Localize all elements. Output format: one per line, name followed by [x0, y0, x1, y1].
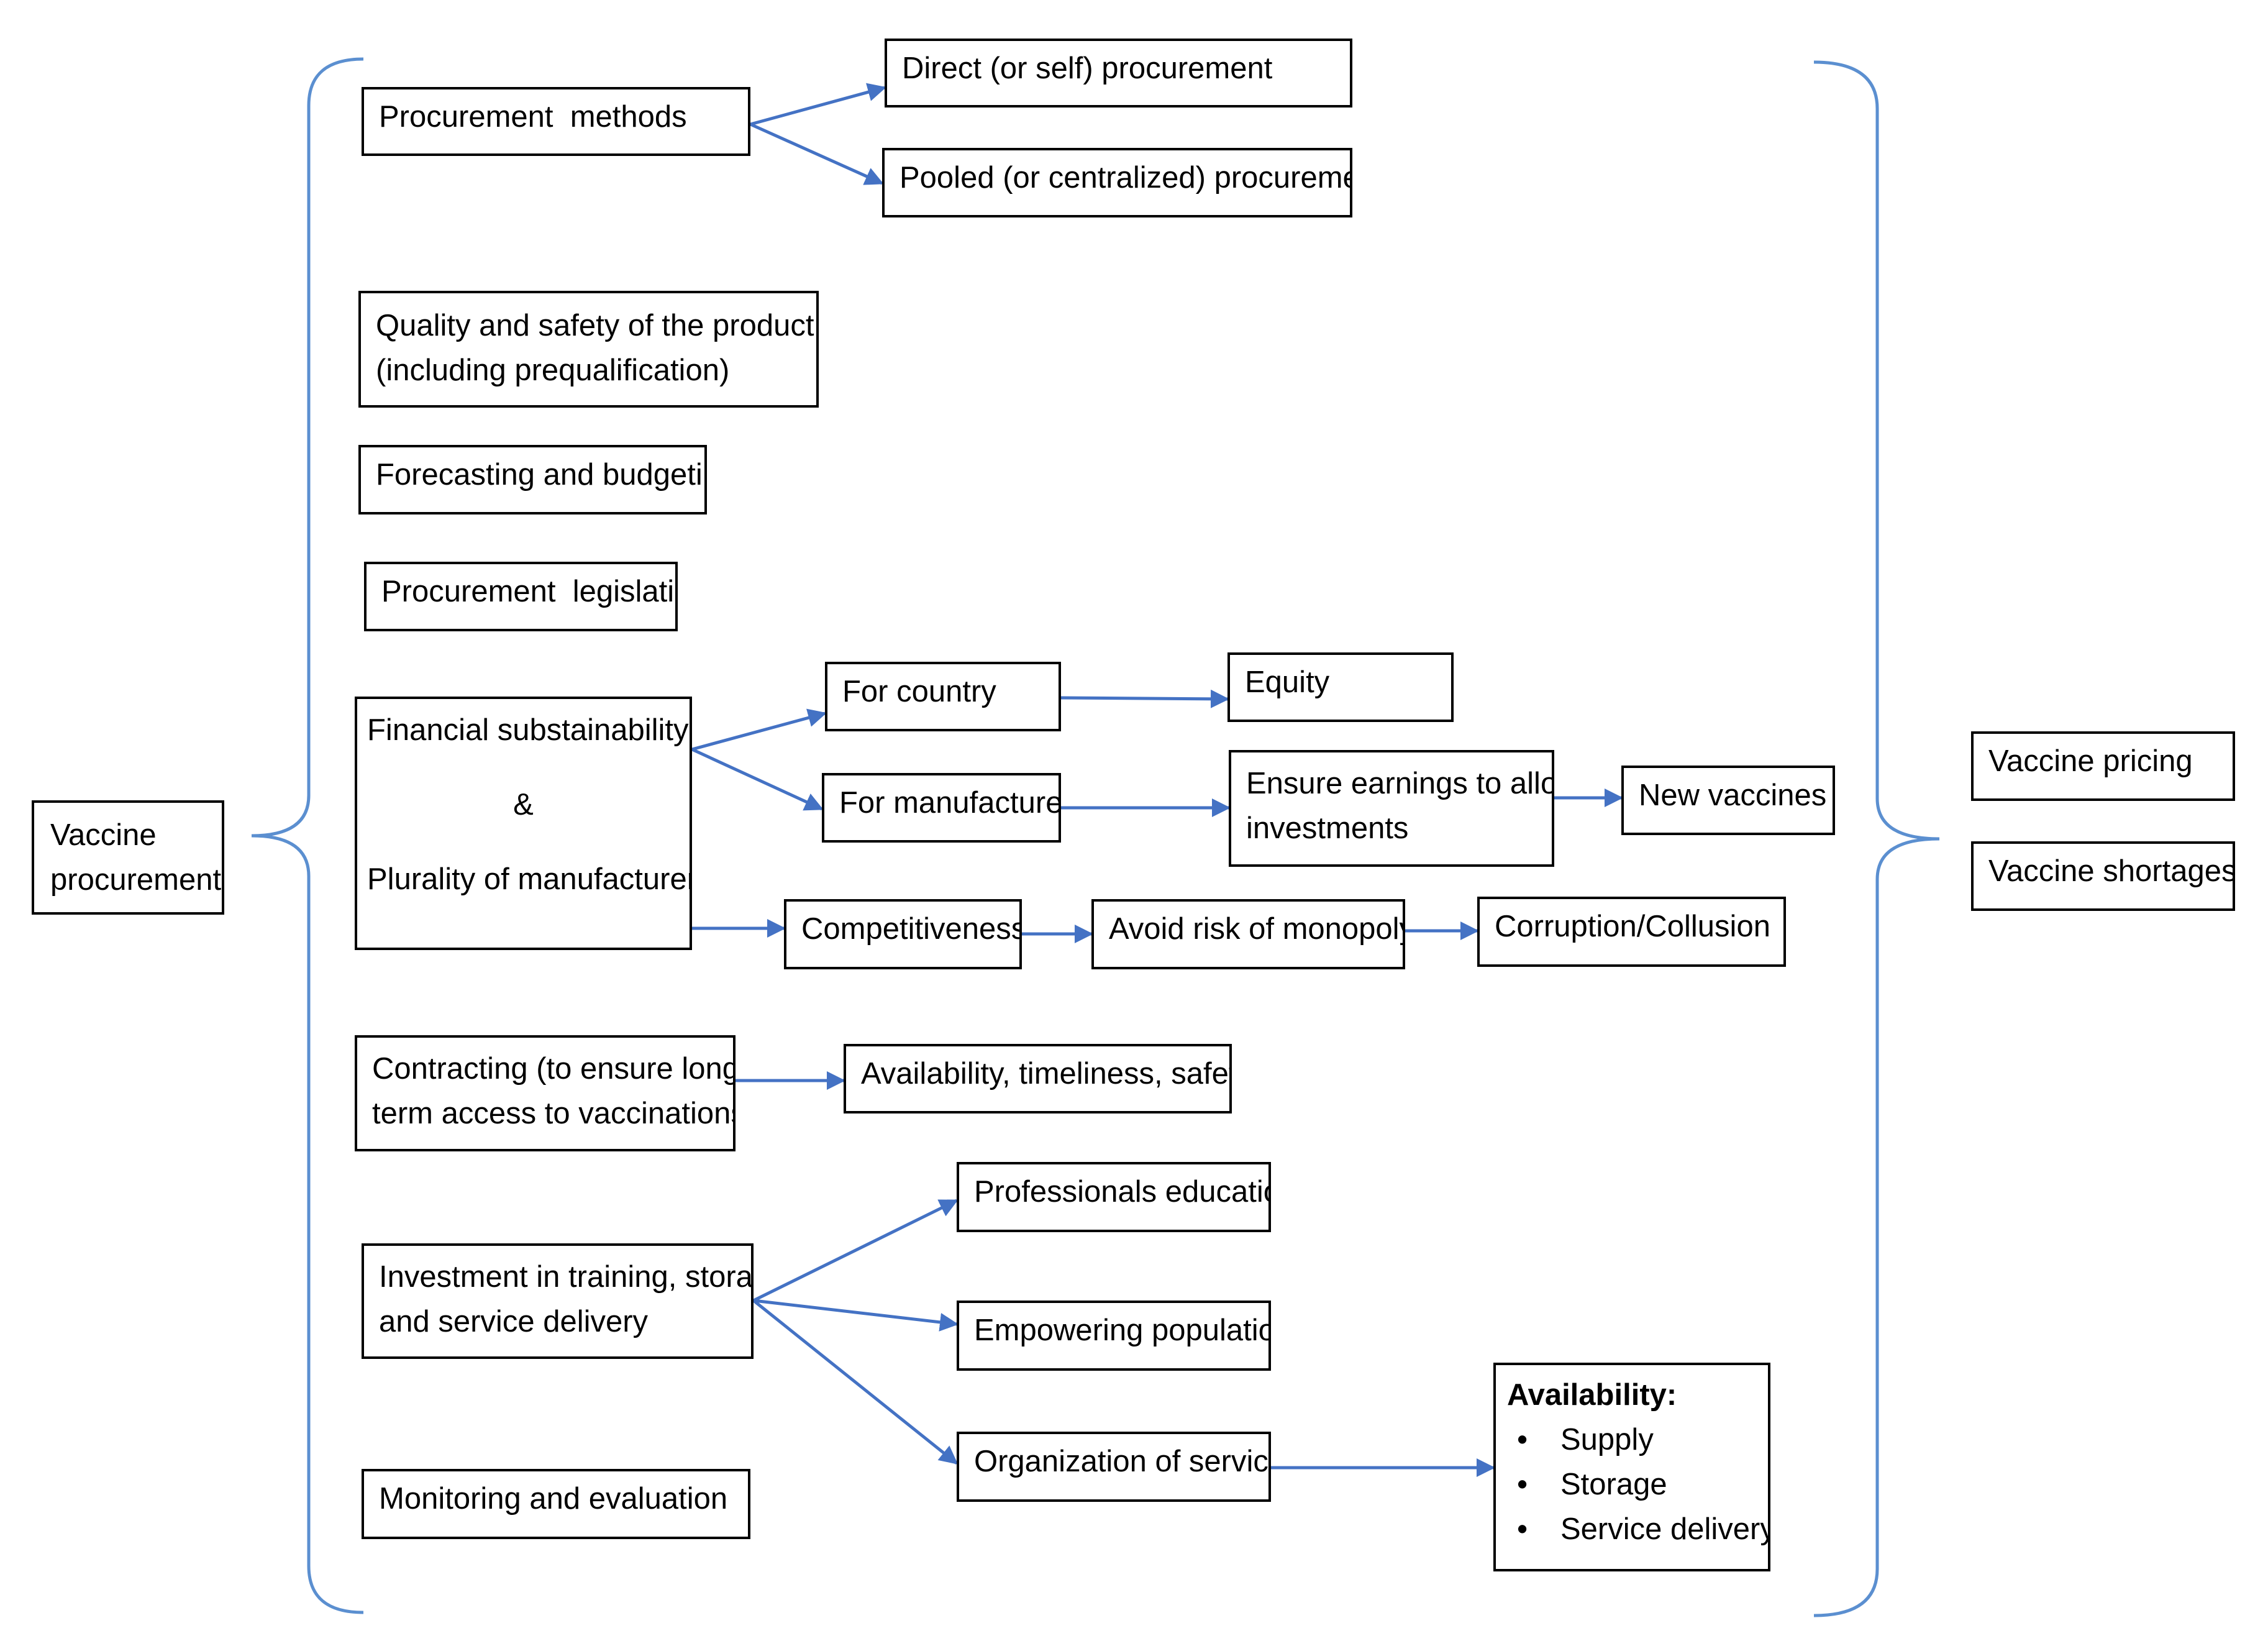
competitiveness-label: Competitiveness: [801, 912, 1022, 946]
professionals-education-label: Professionals education: [974, 1175, 1271, 1209]
legislation-label: Procurement legislation: [381, 575, 678, 608]
investment-line-1: Investment in training, storage: [379, 1260, 754, 1294]
for-country-label: For country: [842, 675, 996, 708]
vaccine-procurement-box: Vaccine procurement: [32, 800, 224, 915]
pooled-procurement-box: Pooled (or centralized) procurement: [882, 148, 1352, 217]
vaccine-procurement-label: Vaccine procurement: [50, 818, 222, 897]
arrow-investment-to-organization: [752, 1299, 959, 1465]
availability-list: Supply Storage Service delivery: [1507, 1417, 1768, 1552]
quality-line-1: Quality and safety of the product: [376, 309, 814, 342]
for-country-box: For country: [825, 662, 1061, 731]
corruption-box: Corruption/Collusion: [1477, 897, 1786, 967]
avoid-monopoly-label: Avoid risk of monopoly: [1109, 912, 1405, 946]
ensure-earnings-line-1: Ensure earnings to allow: [1246, 767, 1554, 800]
contracting-line-2: term access to vaccinations): [372, 1097, 736, 1130]
pooled-procurement-label: Pooled (or centralized) procurement: [899, 161, 1352, 194]
financial-sustainability-box: Financial substainability & Plurality of…: [355, 697, 692, 950]
direct-procurement-box: Direct (or self) procurement: [885, 39, 1352, 107]
financial-line-2: Plurality of manufacturers: [367, 862, 692, 896]
arrow-financial-to-country: [691, 708, 827, 751]
procurement-methods-box: Procurement methods: [362, 87, 750, 156]
availability-box: Availability: Supply Storage Service del…: [1493, 1363, 1770, 1571]
left-brace: [251, 57, 364, 1614]
new-vaccines-box: New vaccines: [1621, 766, 1835, 835]
organization-services-box: Organization of services: [957, 1432, 1271, 1502]
arrow-methods-to-pooled: [749, 122, 884, 185]
availability-timeliness-box: Availability, timeliness, safety: [844, 1044, 1232, 1113]
vaccine-pricing-label: Vaccine pricing: [1988, 744, 2193, 778]
empowering-population-box: Empowering population: [957, 1301, 1271, 1371]
arrow-investment-to-education: [752, 1199, 959, 1302]
direct-procurement-label: Direct (or self) procurement: [902, 52, 1273, 85]
investment-box: Investment in training, storage and serv…: [362, 1243, 754, 1359]
monitoring-box: Monitoring and evaluation: [362, 1469, 750, 1539]
monitoring-label: Monitoring and evaluation: [379, 1482, 728, 1516]
right-brace: [1813, 60, 1940, 1617]
professionals-education-box: Professionals education: [957, 1162, 1271, 1232]
corruption-label: Corruption/Collusion: [1495, 910, 1770, 943]
arrow-financial-to-manufacturer: [691, 748, 824, 811]
competitiveness-box: Competitiveness: [784, 899, 1022, 969]
organization-services-label: Organization of services: [974, 1445, 1271, 1478]
availability-item-storage: Storage: [1507, 1462, 1757, 1507]
forecasting-box: Forecasting and budgeting: [358, 445, 707, 514]
ampersand: &: [513, 788, 534, 821]
financial-line-1: Financial substainability: [367, 713, 689, 747]
arrow-investment-to-empowering: [753, 1299, 959, 1332]
vaccine-shortages-label: Vaccine shortages: [1988, 854, 2235, 888]
availability-item-supply: Supply: [1507, 1417, 1757, 1462]
quality-safety-box: Quality and safety of the product (inclu…: [358, 291, 819, 408]
legislation-box: Procurement legislation: [364, 562, 678, 631]
vaccine-shortages-box: Vaccine shortages: [1971, 841, 2235, 911]
new-vaccines-label: New vaccines: [1639, 779, 1827, 812]
avoid-monopoly-box: Avoid risk of monopoly: [1091, 899, 1405, 969]
ensure-earnings-box: Ensure earnings to allow investments: [1229, 750, 1554, 867]
vaccine-pricing-box: Vaccine pricing: [1971, 731, 2235, 801]
forecasting-label: Forecasting and budgeting: [376, 458, 707, 492]
for-manufacturer-label: For manufacturer: [839, 786, 1061, 820]
availability-timeliness-label: Availability, timeliness, safety: [861, 1057, 1232, 1090]
empowering-population-label: Empowering population: [974, 1314, 1271, 1347]
investment-line-2: and service delivery: [379, 1305, 649, 1338]
contracting-box: Contracting (to ensure long term access …: [355, 1035, 736, 1151]
arrow-methods-to-direct: [750, 83, 886, 126]
quality-line-2: (including prequalification): [376, 354, 730, 387]
availability-title: Availability:: [1507, 1378, 1677, 1412]
contracting-line-1: Contracting (to ensure long: [372, 1052, 736, 1086]
arrow-country-to-equity: [1060, 689, 1229, 708]
ensure-earnings-line-2: investments: [1246, 812, 1409, 845]
procurement-methods-label: Procurement methods: [379, 100, 687, 134]
for-manufacturer-box: For manufacturer: [822, 773, 1061, 843]
equity-box: Equity: [1227, 652, 1454, 722]
equity-label: Equity: [1245, 665, 1330, 699]
availability-item-service-delivery: Service delivery: [1507, 1507, 1768, 1552]
